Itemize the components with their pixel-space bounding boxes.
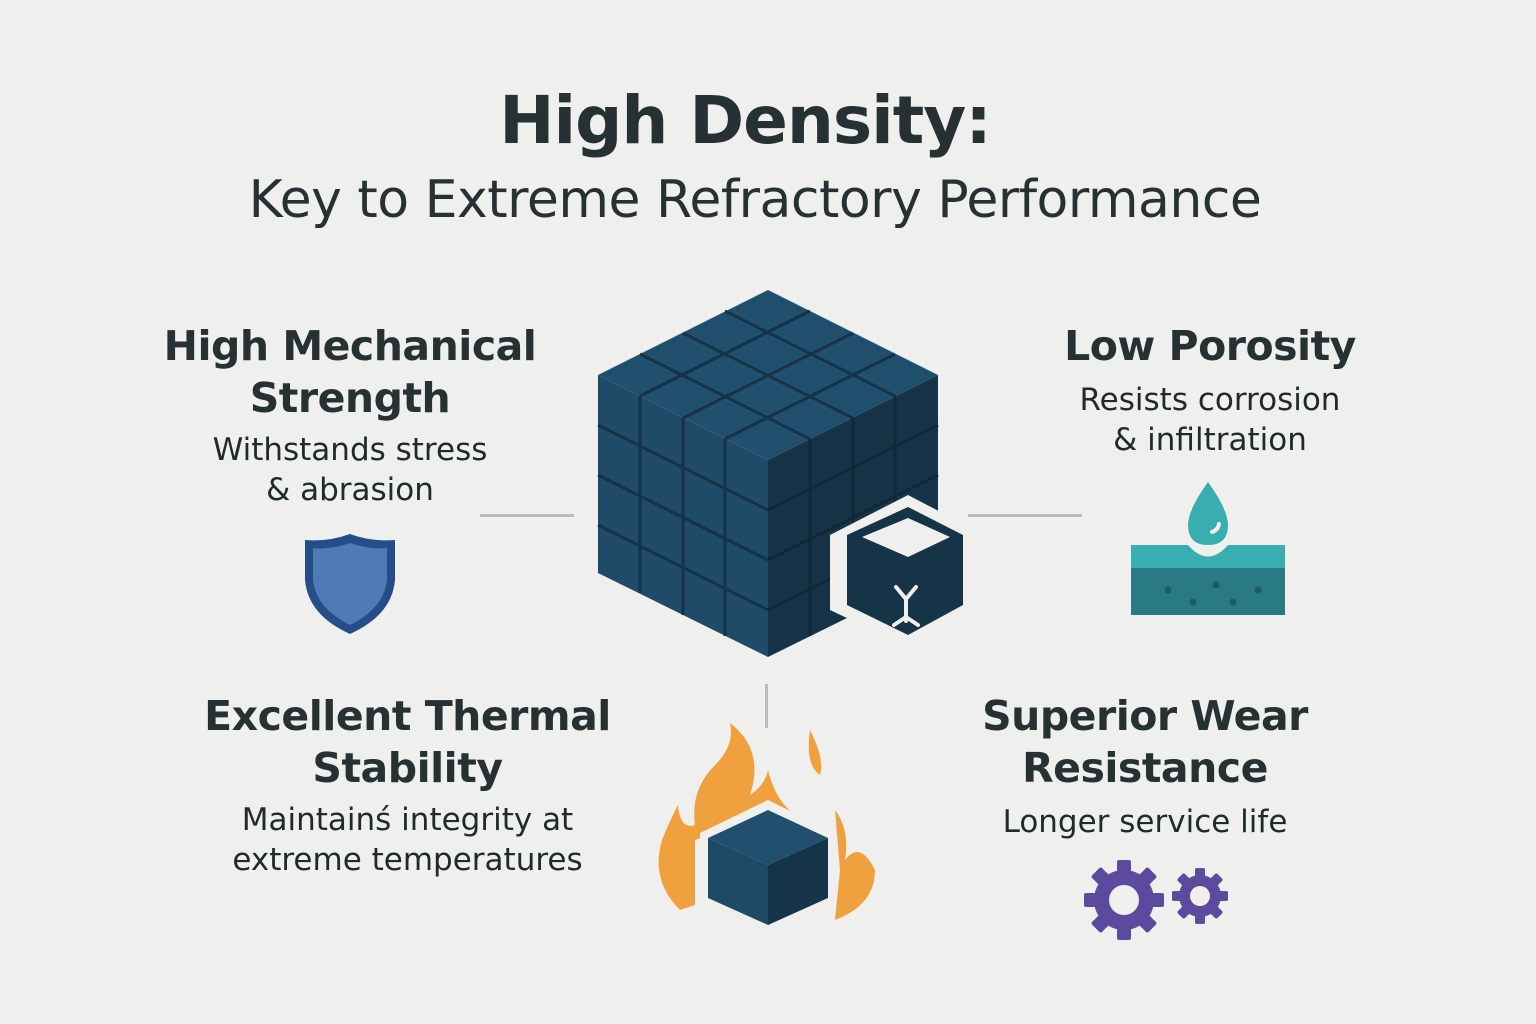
feature-description: & abrasion <box>266 472 434 508</box>
feature-description: extreme temperatures <box>232 842 583 878</box>
feature-heading: Excellent Thermal <box>204 692 611 740</box>
feature-heading: Superior Wear <box>982 692 1308 740</box>
feature-heading: Low Porosity <box>1064 322 1356 370</box>
water-drop-surface-icon <box>1131 482 1285 615</box>
flaming-cube-icon <box>658 723 875 930</box>
feature-heading: High Mechanical <box>163 322 537 370</box>
page-title: High Density: <box>499 82 991 159</box>
feature-description: Maintainś integrity at <box>241 802 574 838</box>
feature-low-porosity: Low Porosity Resists corrosion & infiltr… <box>1020 320 1400 460</box>
connector-line <box>968 514 1082 517</box>
feature-description: Longer service life <box>1002 804 1288 840</box>
shield-icon <box>305 534 395 634</box>
feature-wear-resistance: Superior Wear Resistance Longer service … <box>950 690 1340 842</box>
feature-description: Withstands stress <box>212 432 488 468</box>
feature-description: & infiltration <box>1113 422 1307 458</box>
gears-icon <box>1084 860 1228 940</box>
dense-refractory-block-icon <box>597 290 975 657</box>
feature-thermal-stability: Excellent Thermal Stability Maintainś in… <box>195 690 620 880</box>
feature-heading: Resistance <box>1022 744 1268 792</box>
connector-line <box>765 684 768 728</box>
feature-heading: Strength <box>249 374 451 422</box>
connector-line <box>480 514 574 517</box>
feature-mechanical-strength: High Mechanical Strength Withstands stre… <box>150 320 550 510</box>
feature-description: Resists corrosion <box>1079 382 1341 418</box>
page-subtitle: Key to Extreme Refractory Performance <box>248 170 1262 230</box>
feature-heading: Stability <box>312 744 503 792</box>
